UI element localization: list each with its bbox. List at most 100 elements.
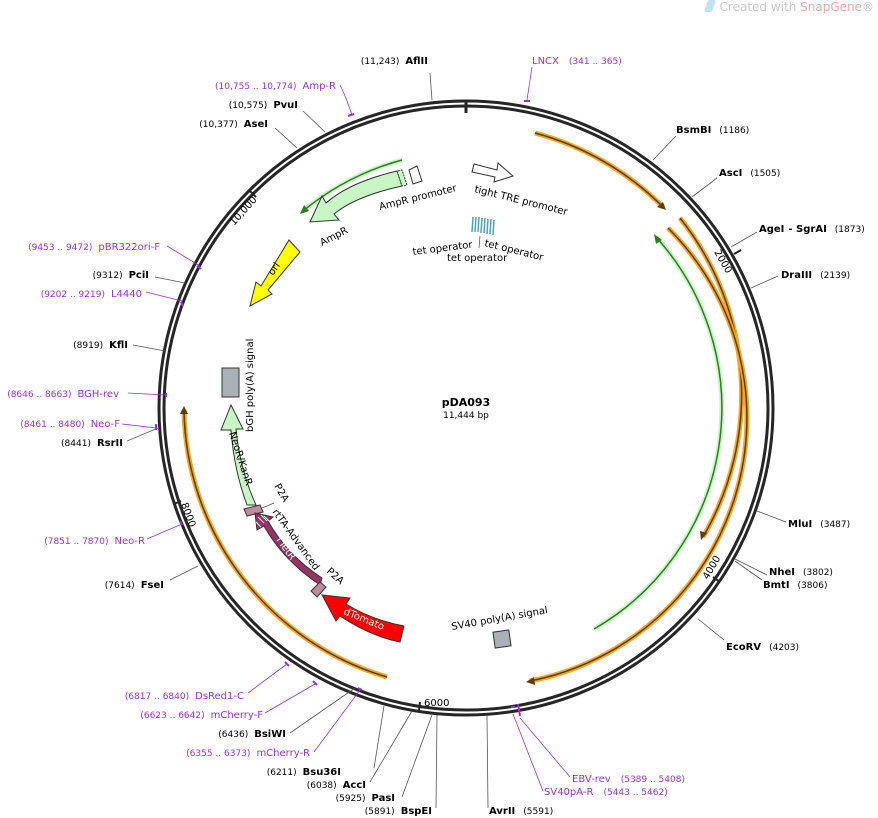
site-kfli: (8919)KflI bbox=[73, 340, 128, 351]
neo-r-leader bbox=[146, 523, 183, 540]
primer-pbr322ori-f: (9453 .. 9472)pBR322ori-F bbox=[28, 242, 160, 253]
site-asci: AscI(1505) bbox=[719, 168, 780, 179]
site-rsrii: (8441)RsrII bbox=[61, 438, 123, 449]
ampr-arrow bbox=[309, 170, 403, 223]
sv40pa-r-leader bbox=[512, 713, 544, 792]
site-leaders bbox=[126, 72, 787, 809]
primer-leaders bbox=[121, 66, 571, 792]
bspei-leader bbox=[435, 714, 438, 809]
scale-tick-10000 bbox=[249, 190, 257, 198]
site-aflii: (11,243)AflII bbox=[361, 56, 428, 67]
primer-amp-r: (10,755 .. 10,774)Amp-R bbox=[215, 81, 336, 92]
ampr-arrow-start bbox=[396, 169, 408, 187]
site-agei: AgeI- SgrAI(1873) bbox=[759, 224, 865, 235]
sv40-polya-label: SV40 poly(A) signal bbox=[451, 605, 549, 633]
ampr-label: AmpR bbox=[318, 225, 350, 248]
dsred1-c-leader bbox=[247, 663, 288, 694]
feature-arc-orange-2-head bbox=[700, 531, 707, 540]
acci-leader bbox=[369, 710, 413, 783]
kfli-leader bbox=[132, 344, 166, 352]
pbr322ori-f-mark bbox=[196, 265, 202, 270]
watermark-prefix: Created with bbox=[719, 0, 801, 14]
feature-arc-orange-3 bbox=[529, 226, 750, 684]
watermark-suffix: ® bbox=[862, 0, 874, 14]
feature-arc-orange-1 bbox=[534, 130, 665, 209]
site-bsu36i: (6211)Bsu36I bbox=[267, 767, 341, 778]
site-bspei: (5891)BspEI bbox=[365, 806, 432, 817]
snapgene-watermark: Created with SnapGene® bbox=[703, 0, 874, 14]
p2a-box-1 bbox=[243, 504, 264, 517]
site-avrii: AvrII(5591) bbox=[489, 806, 553, 817]
site-pcii: (9312)PciI bbox=[93, 270, 149, 281]
primer-neo-r: (7851 .. 7870)Neo-R bbox=[44, 536, 145, 547]
sv40-polya-box bbox=[492, 629, 512, 649]
mcherry-f-leader bbox=[264, 683, 316, 714]
site-pasi: (5925)PasI bbox=[336, 793, 395, 804]
feature-arc-orange-1-head bbox=[657, 202, 666, 210]
bgh-rev-leader bbox=[127, 392, 167, 396]
watermark-brand: SnapGene bbox=[800, 0, 862, 14]
nhei-leader bbox=[734, 558, 768, 576]
site-mlui: MluI(3487) bbox=[788, 519, 850, 530]
feature-arc-green-right-head bbox=[654, 234, 662, 244]
primer-ebv-rev: EBV-rev(5389 .. 5408) bbox=[572, 774, 685, 785]
l4440-leader bbox=[145, 291, 183, 302]
pasi-leader bbox=[401, 714, 433, 798]
site-labels: (11,243)AflII (10,575)PvuI (10,377)AseI … bbox=[61, 56, 865, 817]
p2a-leader-1 bbox=[261, 502, 275, 509]
rsrii-leader bbox=[126, 427, 159, 442]
tight-tre-promoter-arrow bbox=[471, 162, 515, 183]
site-bmti: BmtI(3806) bbox=[763, 580, 827, 591]
site-nhei: NheI(3802) bbox=[769, 567, 833, 578]
bsiwi-leader bbox=[289, 687, 356, 734]
pbr322ori-f-leader bbox=[166, 245, 201, 267]
feature-arc-orange-left-core bbox=[183, 409, 388, 678]
primer-labels: (10,755 .. 10,774)Amp-R LNCX(341 .. 365)… bbox=[7, 56, 685, 798]
ori-arrow bbox=[249, 239, 301, 307]
mcherry-r-mark bbox=[357, 687, 363, 691]
rtetr-hatch-icon bbox=[255, 514, 271, 528]
draiii-leader bbox=[750, 275, 779, 289]
scale-tick-2000 bbox=[733, 249, 742, 255]
site-bsiwi: (6436)BsiWI bbox=[218, 729, 286, 740]
l4440-mark bbox=[180, 301, 184, 307]
site-pvui: (10,575)PvuI bbox=[229, 100, 298, 111]
neo-r-mark bbox=[179, 520, 183, 526]
primer-mcherry-r: (6355 .. 6373)mCherry-R bbox=[186, 748, 310, 759]
bgh-polya-label: bGH poly(A) signal bbox=[245, 339, 256, 432]
primer-marks bbox=[155, 100, 530, 717]
site-fsei: (7614)FseI bbox=[105, 580, 164, 591]
ecorv-leader bbox=[697, 618, 725, 641]
site-acci: (6038)AccI bbox=[307, 780, 366, 791]
fsei-leader bbox=[169, 565, 199, 581]
site-ecorv: EcoRV(4203) bbox=[726, 642, 799, 653]
feature-arc-green-topleft-head bbox=[300, 205, 309, 214]
feature-arc-orange-left-head bbox=[180, 406, 188, 414]
pcii-leader bbox=[154, 276, 186, 284]
rtetr-arrow bbox=[254, 512, 323, 586]
tet-operator-icon bbox=[471, 216, 496, 236]
scale-tick-8000 bbox=[173, 500, 182, 505]
p2a-label-1: P2A bbox=[271, 482, 290, 504]
feature-arc-orange-3-core bbox=[529, 227, 748, 682]
primer-dsred1-c: (6817 .. 6840)DsRed1-C bbox=[125, 691, 244, 702]
asci-leader bbox=[691, 177, 718, 198]
aflii-leader bbox=[429, 72, 433, 101]
pvui-leader bbox=[302, 110, 326, 133]
bsu36i-leader bbox=[373, 705, 385, 769]
scale-tick-label-4000: 4000 bbox=[701, 554, 723, 582]
amp-r-leader bbox=[339, 84, 353, 116]
tet-operator-leader bbox=[478, 235, 481, 249]
scale-tick-label-10000: 10,000 bbox=[228, 195, 260, 228]
mcherry-r-leader bbox=[313, 689, 361, 753]
bsmbi-leader bbox=[652, 135, 677, 161]
mcherry-f-mark bbox=[312, 680, 318, 686]
feature-arc-orange-3-head bbox=[526, 677, 535, 685]
primer-l4440: (9202 .. 9219)L4440 bbox=[41, 289, 142, 300]
tight-tre-promoter-label: tight TRE promoter bbox=[473, 184, 569, 218]
avrii-leader bbox=[486, 714, 489, 809]
site-asei: (10,377)AseI bbox=[199, 119, 268, 130]
dsred1-c-mark bbox=[284, 661, 290, 667]
feature-arc-green-topleft-core bbox=[302, 159, 403, 212]
